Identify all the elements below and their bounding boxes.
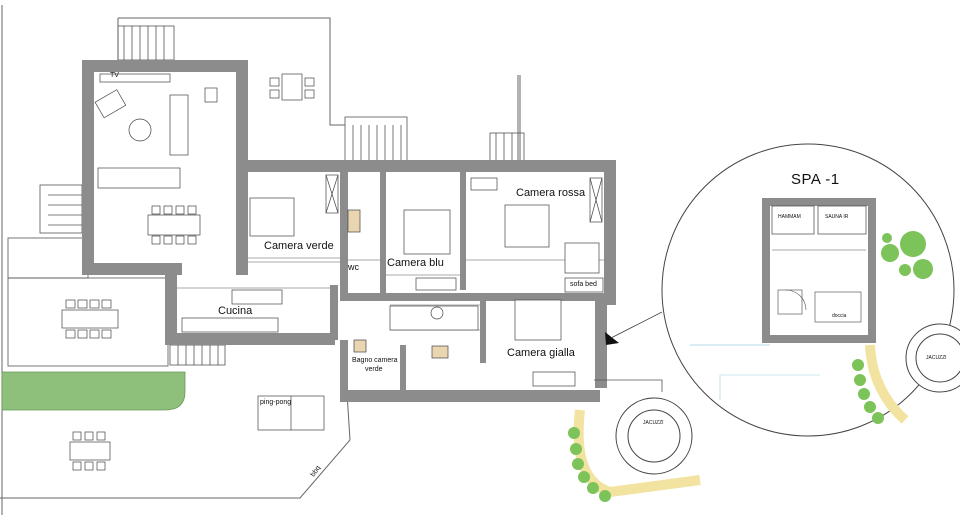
spa-doccia-label: doccia <box>832 313 847 319</box>
room-bagno-line1: Bagno camera <box>352 357 398 364</box>
spa-hammam-label: HAMMAM <box>778 214 801 220</box>
spa-detail-circle <box>661 143 955 437</box>
spa-plan <box>690 198 876 400</box>
shrubs <box>568 427 611 502</box>
room-bagno-line2: verde <box>365 366 383 373</box>
spa-title: SPA -1 <box>791 171 840 188</box>
room-camera-gialla: Camera gialla <box>507 347 575 359</box>
spa-jacuzzi <box>865 323 960 424</box>
ping-pong-label: ping-pong <box>260 399 292 406</box>
room-camera-verde: Camera verde <box>264 240 334 252</box>
room-camera-blu: Camera blu <box>387 257 444 269</box>
spa-jacuzzi-label: JACUZZI <box>926 355 947 361</box>
spa-sauna-label: SAUNA IR <box>825 214 849 220</box>
room-wc: wc <box>348 262 359 272</box>
garden-jacuzzi-label: JACUZZI <box>643 420 664 426</box>
room-camera-rossa: Camera rossa <box>516 187 586 199</box>
tv-label: TV <box>110 72 119 79</box>
spa-shrubs <box>852 231 933 424</box>
spa-pointer-arrow <box>605 332 619 345</box>
sofa-bed-label: sofa bed <box>570 281 597 288</box>
furniture <box>61 73 604 471</box>
walls <box>82 60 616 402</box>
garden-jacuzzi <box>573 379 701 498</box>
room-cucina: Cucina <box>218 305 253 317</box>
lawn <box>1 371 186 411</box>
